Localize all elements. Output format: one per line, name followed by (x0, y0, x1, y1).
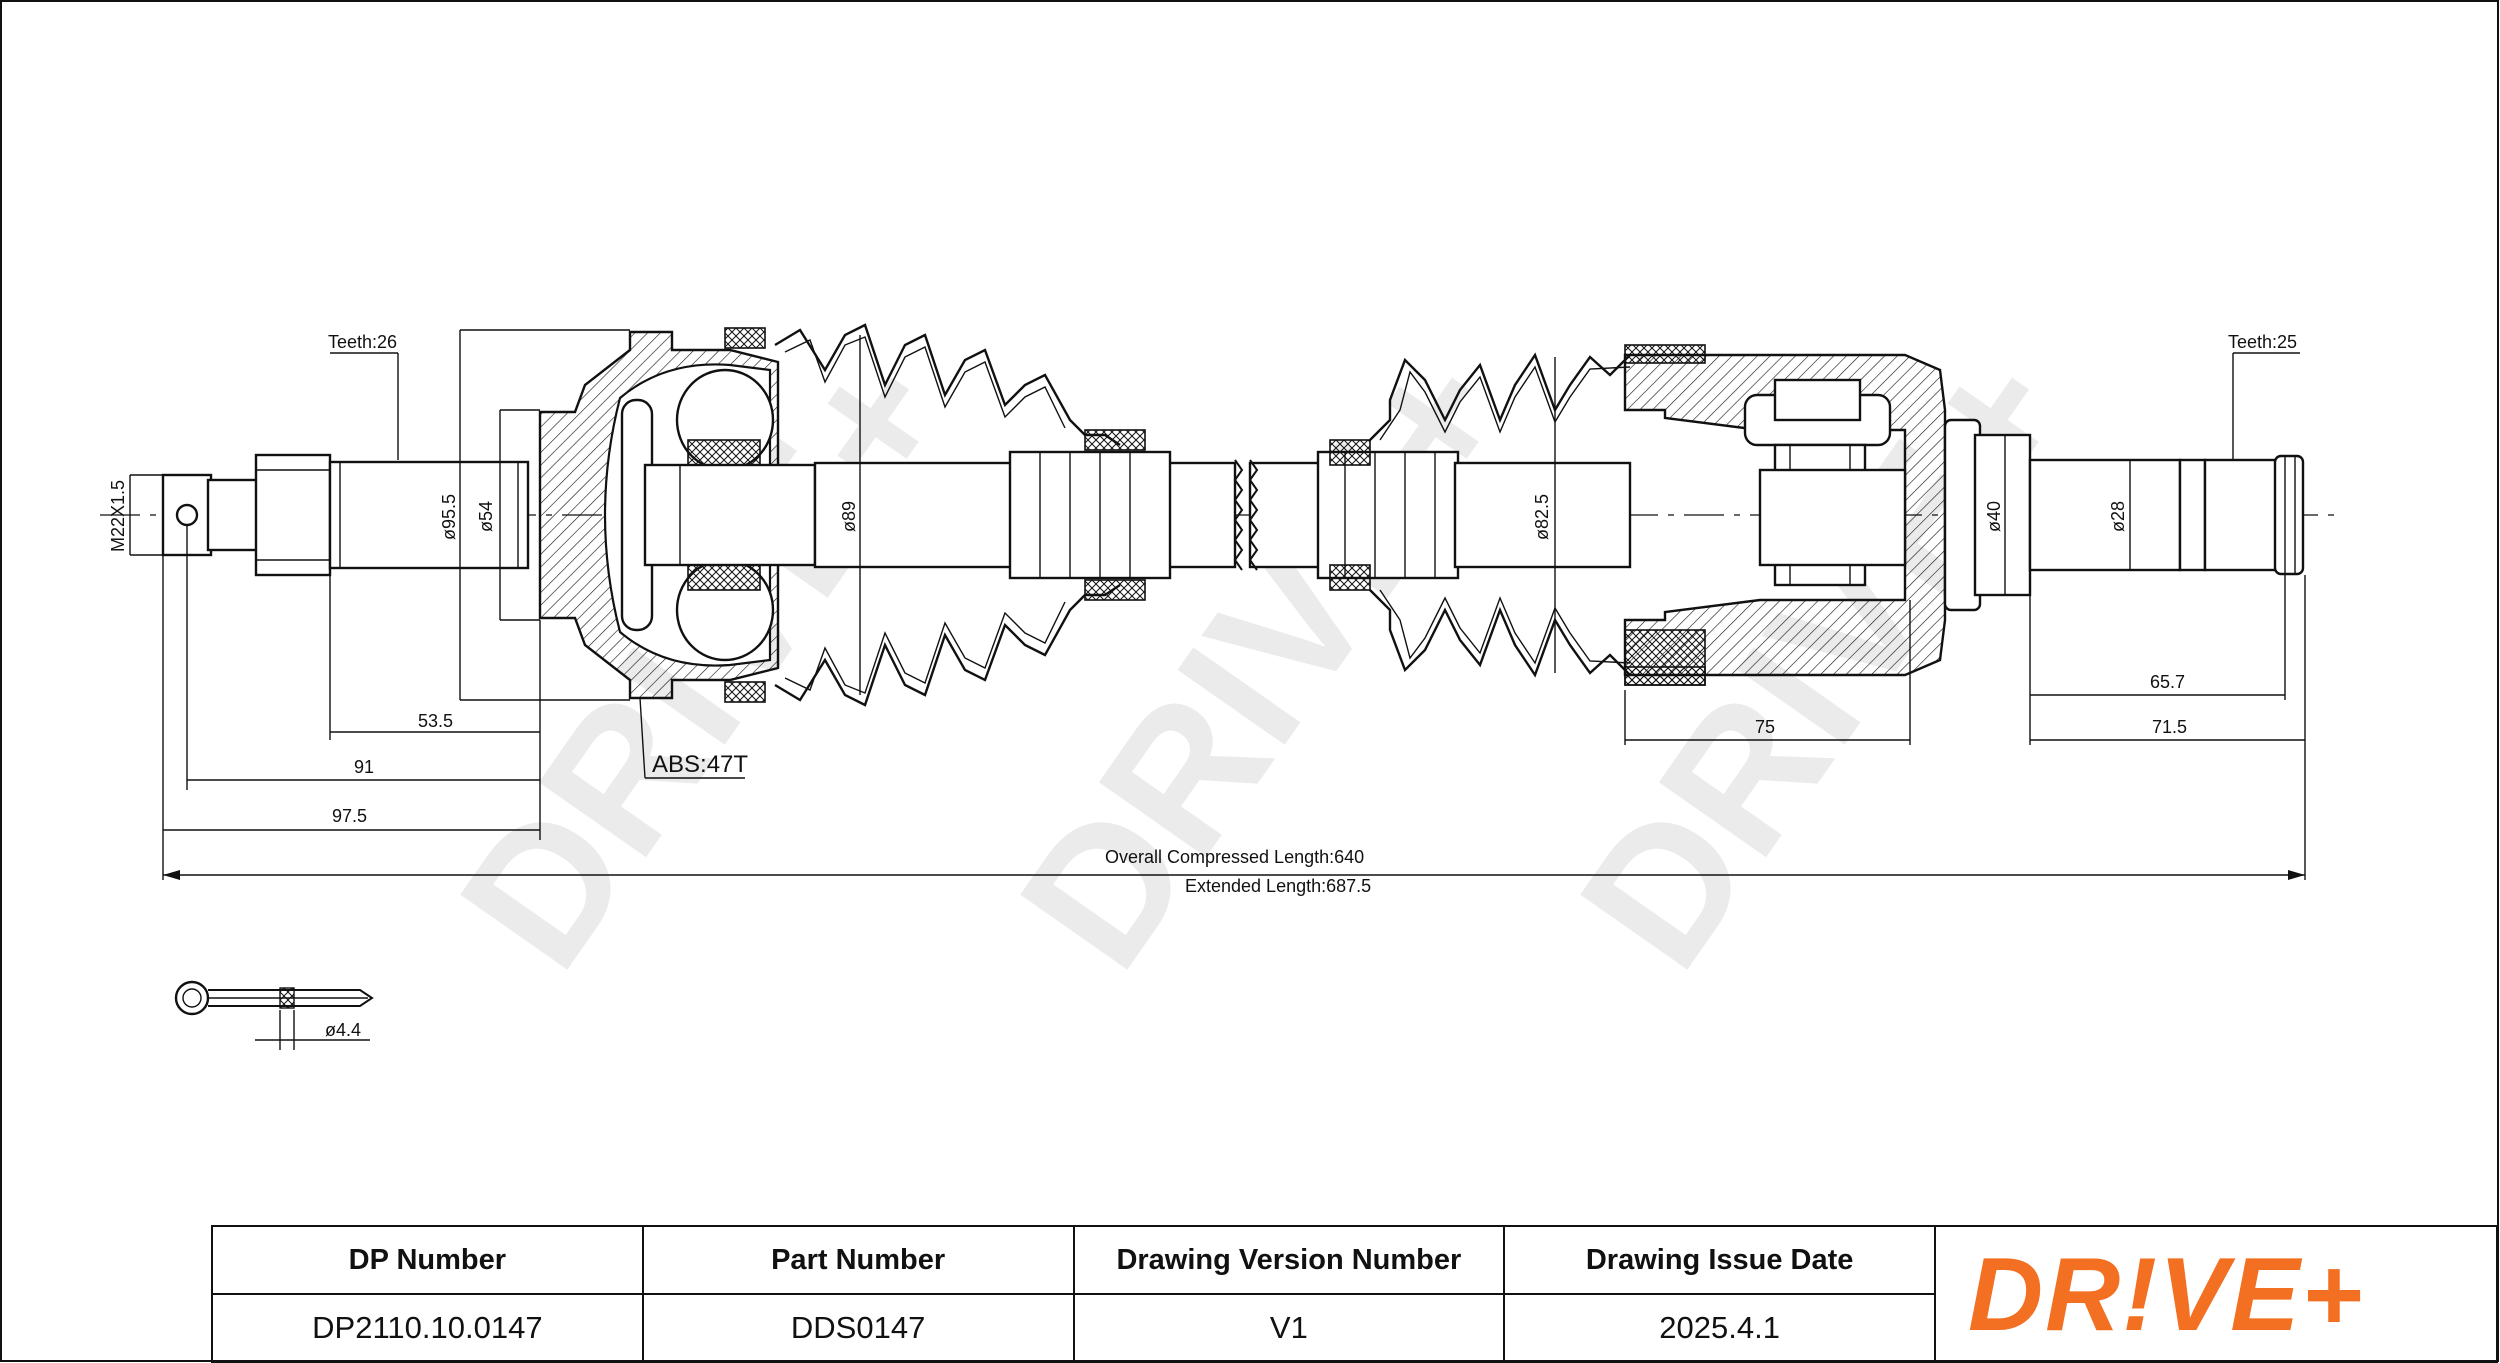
diameter-54-label: ø54 (476, 501, 496, 532)
inner-boot (1369, 352, 1631, 678)
dimension-labels: Teeth:26 Teeth:25 M22X1.5 ø95.5 ø54 ø89 … (108, 332, 2297, 1040)
dim-97-5-label: 97.5 (332, 806, 367, 826)
left-stub-shaft (161, 453, 530, 577)
dimension-lines (129, 329, 2306, 880)
split-pin (174, 980, 374, 1050)
abs-label: ABS:47T (652, 751, 748, 778)
outer-boot (774, 323, 1146, 707)
version-value: V1 (1072, 1293, 1506, 1363)
part-number-header: Part Number (641, 1225, 1075, 1295)
intermediate-shaft (813, 439, 1632, 591)
inner-cv-joint (1623, 344, 1982, 686)
dim-53-5-label: 53.5 (418, 711, 453, 731)
thread-label: M22X1.5 (108, 480, 128, 552)
dp-number-value: DP2110.10.0147 (211, 1293, 644, 1363)
teeth-left-label: Teeth:26 (328, 332, 397, 352)
extended-length-label: Extended Length:687.5 (1185, 876, 1371, 896)
outer-cv-joint (538, 327, 817, 703)
issue-date-value: 2025.4.1 (1503, 1293, 1936, 1363)
dp-number-header: DP Number (211, 1225, 644, 1295)
dim-91-label: 91 (354, 757, 374, 777)
svg-text:DRIVE+: DRIVE+ (980, 315, 1550, 1003)
diameter-82-5-label: ø82.5 (1532, 494, 1552, 540)
dim-75-label: 75 (1755, 717, 1775, 737)
issue-date-header: Drawing Issue Date (1503, 1225, 1936, 1295)
diameter-28-label: ø28 (2108, 501, 2128, 532)
diameter-95-5-label: ø95.5 (439, 494, 459, 540)
part-number-value: DDS0147 (641, 1293, 1075, 1363)
logo-cell: DR!VE+ (1934, 1225, 2498, 1363)
overall-length-label: Overall Compressed Length:640 (1105, 847, 1364, 867)
title-block: DP Number Part Number Drawing Version Nu… (211, 1225, 2498, 1363)
dim-71-5-label: 71.5 (2152, 717, 2187, 737)
drive-logo: DR!VE+ (1968, 1237, 2364, 1353)
diameter-40-label: ø40 (1984, 501, 2004, 532)
svg-text:DR!VE+: DR!VE+ (1968, 1237, 2364, 1350)
teeth-right-label: Teeth:25 (2228, 332, 2297, 352)
dim-65-7-label: 65.7 (2150, 672, 2185, 692)
version-header: Drawing Version Number (1072, 1225, 1506, 1295)
right-stub-shaft (1973, 433, 2305, 597)
pin-diameter-label: ø4.4 (325, 1020, 361, 1040)
diameter-89-label: ø89 (839, 501, 859, 532)
